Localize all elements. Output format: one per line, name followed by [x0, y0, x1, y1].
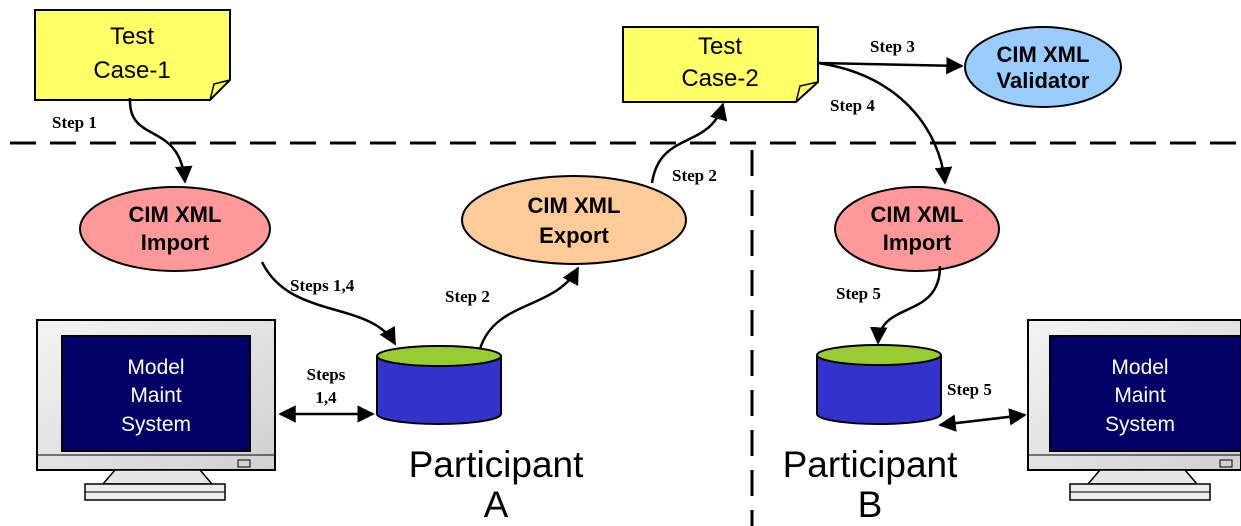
- step5-import-label: Step 5: [836, 284, 881, 303]
- import-b-line1: CIM XML: [871, 202, 964, 227]
- step4-label: Step 4: [830, 96, 875, 115]
- step2-db-label: Step 2: [445, 287, 490, 306]
- validator-line1: CIM XML: [997, 42, 1090, 67]
- arrow-steps14-import-to-db: [260, 261, 397, 346]
- monitor-a-line2: Maint: [130, 384, 182, 407]
- steps14-import-label: Steps 1,4: [290, 276, 355, 295]
- export-a-line2: Export: [539, 223, 609, 248]
- arrow-step4: [817, 61, 953, 185]
- database-a-icon: [376, 345, 502, 425]
- cim-xml-export-a-node: CIM XML Export: [461, 175, 687, 265]
- participant-b-line2: B: [858, 484, 883, 525]
- arrow-step3: [817, 56, 964, 75]
- cim-xml-validator-node: CIM XML Validator: [964, 26, 1122, 108]
- database-b-icon: [816, 344, 942, 425]
- monitor-b-line2: Maint: [1114, 384, 1166, 407]
- arrow-step5-import-to-db: [870, 265, 942, 345]
- arrow-step1: [128, 97, 193, 184]
- test-case-1-line2: Case-1: [93, 57, 170, 84]
- cim-xml-import-b-node: CIM XML Import: [834, 186, 1000, 272]
- arrow-step2-export-to-testcase2: [650, 102, 728, 184]
- step3-label: Step 3: [870, 37, 915, 56]
- export-a-line1: CIM XML: [528, 193, 621, 218]
- monitor-a-icon: Model Maint System: [36, 319, 276, 501]
- step5-monitor-label: Step 5: [947, 380, 992, 399]
- import-a-line2: Import: [141, 230, 210, 255]
- participant-a-line1: Participant: [409, 444, 585, 485]
- participant-b-line1: Participant: [783, 444, 959, 485]
- test-case-1-note: Test Case-1: [34, 9, 231, 101]
- arrow-step2-db-to-export: [478, 266, 580, 350]
- steps14-monitor-label-line2: 1,4: [315, 388, 337, 407]
- monitor-a-line3: System: [121, 413, 191, 436]
- import-b-line2: Import: [883, 230, 952, 255]
- step2-top-label: Step 2: [672, 166, 717, 185]
- test-case-1-line1: Test: [110, 23, 154, 50]
- monitor-b-icon: Model Maint System: [1027, 319, 1241, 501]
- test-case-2-line2: Case-2: [681, 65, 758, 92]
- test-case-2-note: Test Case-2: [622, 26, 819, 103]
- monitor-a-line1: Model: [127, 356, 184, 379]
- import-a-line1: CIM XML: [129, 202, 222, 227]
- monitor-b-line1: Model: [1111, 356, 1168, 379]
- test-case-2-line1: Test: [698, 33, 742, 60]
- arrow-step5-db-monitor: [938, 408, 1027, 432]
- validator-line2: Validator: [997, 68, 1090, 93]
- steps14-monitor-label-line1: Steps: [307, 365, 346, 384]
- step1-label: Step 1: [52, 113, 97, 132]
- monitor-b-line3: System: [1105, 413, 1175, 436]
- participant-a-line2: A: [484, 484, 509, 525]
- cim-xml-import-a-node: CIM XML Import: [79, 186, 271, 272]
